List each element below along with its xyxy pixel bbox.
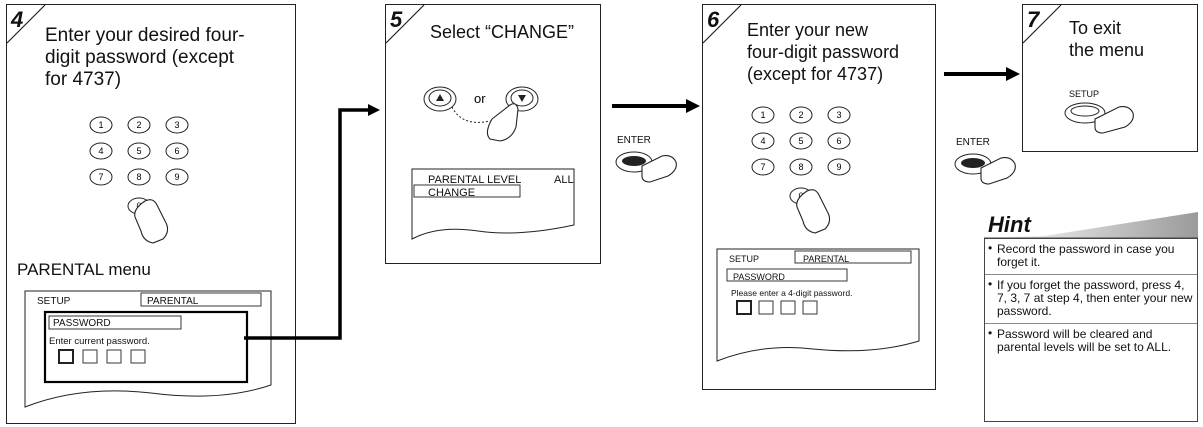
hint-box: Record the password in case you forget i… [984,238,1198,422]
step-5-screen [411,168,575,240]
change-option[interactable]: CHANGE [428,187,476,199]
setup-button-illustration[interactable] [1063,97,1153,147]
svg-text:6: 6 [174,146,179,156]
step-4-screen [24,290,272,408]
step-corner-slash [702,4,742,44]
svg-text:4: 4 [760,136,765,146]
step-corner-slash [1022,4,1062,44]
svg-text:2: 2 [136,120,141,130]
step-5-instruction: Select “CHANGE” [430,22,575,42]
svg-text:9: 9 [174,172,179,182]
step-corner-slash [385,4,425,44]
key-4-button[interactable]: 4 [751,132,775,150]
svg-text:9: 9 [836,162,841,172]
svg-text:3: 3 [174,120,179,130]
svg-text:8: 8 [798,162,803,172]
key-1-button[interactable]: 1 [751,106,775,124]
hint-item: If you forget the password, press 4, 7, … [985,274,1197,323]
hint-header: Hint [984,212,1198,239]
svg-text:6: 6 [836,136,841,146]
enter-button-label: ENTER [617,135,651,146]
parental-menu-heading: PARENTAL menu [17,260,151,279]
step-5-panel: 5 Select “CHANGE” or PARENTAL LEVEL ALL … [385,4,601,264]
parental-level-value: ALL [554,174,574,186]
key-7-button[interactable]: 7 [89,168,113,186]
enter-button-label: ENTER [956,137,990,148]
key-4-button[interactable]: 4 [89,142,113,160]
step-7-instruction: To exit the menu [1069,18,1145,60]
pointing-hand-icon [486,103,519,142]
password-field-label: PASSWORD [733,272,785,282]
step-4-number: 4 [11,7,24,32]
svg-text:7: 7 [98,172,103,182]
pointing-hand-icon [134,199,169,244]
step-4-instruction: Enter your desired four- digit password … [45,25,245,90]
hint-list: Record the password in case you forget i… [985,239,1197,359]
hint-item: Password will be cleared and parental le… [985,323,1197,359]
step-6-instruction: Enter your new four-digit password (exce… [747,20,900,84]
key-1-button[interactable]: 1 [89,116,113,134]
key-6-button[interactable]: 6 [827,132,851,150]
up-arrow-button[interactable] [423,86,457,112]
svg-text:or: or [474,91,486,106]
screen-parental-tab: PARENTAL [803,254,850,264]
svg-text:1: 1 [760,110,765,120]
key-9-button[interactable]: 9 [827,158,851,176]
step-7-panel: 7 To exit the menu SETUP [1022,4,1198,152]
svg-text:1: 1 [98,120,103,130]
hint-title: Hint [988,212,1031,237]
step-5-number: 5 [390,7,403,32]
key-9-button[interactable]: 9 [165,168,189,186]
flow-arrow [612,99,700,113]
key-2-button[interactable]: 2 [789,106,813,124]
key-2-button[interactable]: 2 [127,116,151,134]
password-prompt: Enter current password. [49,336,150,347]
svg-text:8: 8 [136,172,141,182]
svg-text:7: 7 [760,162,765,172]
enter-button-illustration[interactable] [953,148,1023,188]
screen-setup-label: SETUP [729,254,760,264]
key-7-button[interactable]: 7 [751,158,775,176]
step-6-panel: 6 Enter your new four-digit password (ex… [702,4,936,390]
password-field-label: PASSWORD [53,318,111,329]
keypad: 1 2 3 4 5 6 7 8 9 0 [89,116,189,244]
svg-text:5: 5 [798,136,803,146]
screen-parental-tab: PARENTAL [147,296,199,307]
step-4-panel: 4 Enter your desired four- digit passwor… [6,4,296,424]
enter-button-illustration[interactable] [614,146,684,186]
key-3-button[interactable]: 3 [165,116,189,134]
key-8-button[interactable]: 8 [127,168,151,186]
key-5-button[interactable]: 5 [789,132,813,150]
step-7-number: 7 [1027,7,1040,32]
key-6-button[interactable]: 6 [165,142,189,160]
setup-button-label: SETUP [1069,89,1100,99]
svg-text:3: 3 [836,110,841,120]
pin-entry-boxes [736,300,818,315]
step-6-screen [716,248,920,362]
screen-setup-label: SETUP [37,296,71,307]
svg-text:4: 4 [98,146,103,156]
svg-text:2: 2 [798,110,803,120]
key-3-button[interactable]: 3 [827,106,851,124]
pin-entry-boxes [58,349,146,364]
key-8-button[interactable]: 8 [789,158,813,176]
step-corner-slash [6,4,46,44]
step-6-number: 6 [707,7,720,32]
parental-level-label: PARENTAL LEVEL [428,174,522,186]
flow-arrow [944,67,1020,81]
keypad: 1 2 3 4 5 6 7 8 9 0 [751,106,851,234]
svg-text:5: 5 [136,146,141,156]
pointing-hand-icon [796,189,831,234]
hint-item: Record the password in case you forget i… [985,239,1197,274]
password-prompt: Please enter a 4-digit password. [731,288,853,298]
key-5-button[interactable]: 5 [127,142,151,160]
connector-arrow [244,104,380,340]
arrow-buttons-illustration: or [423,86,539,142]
